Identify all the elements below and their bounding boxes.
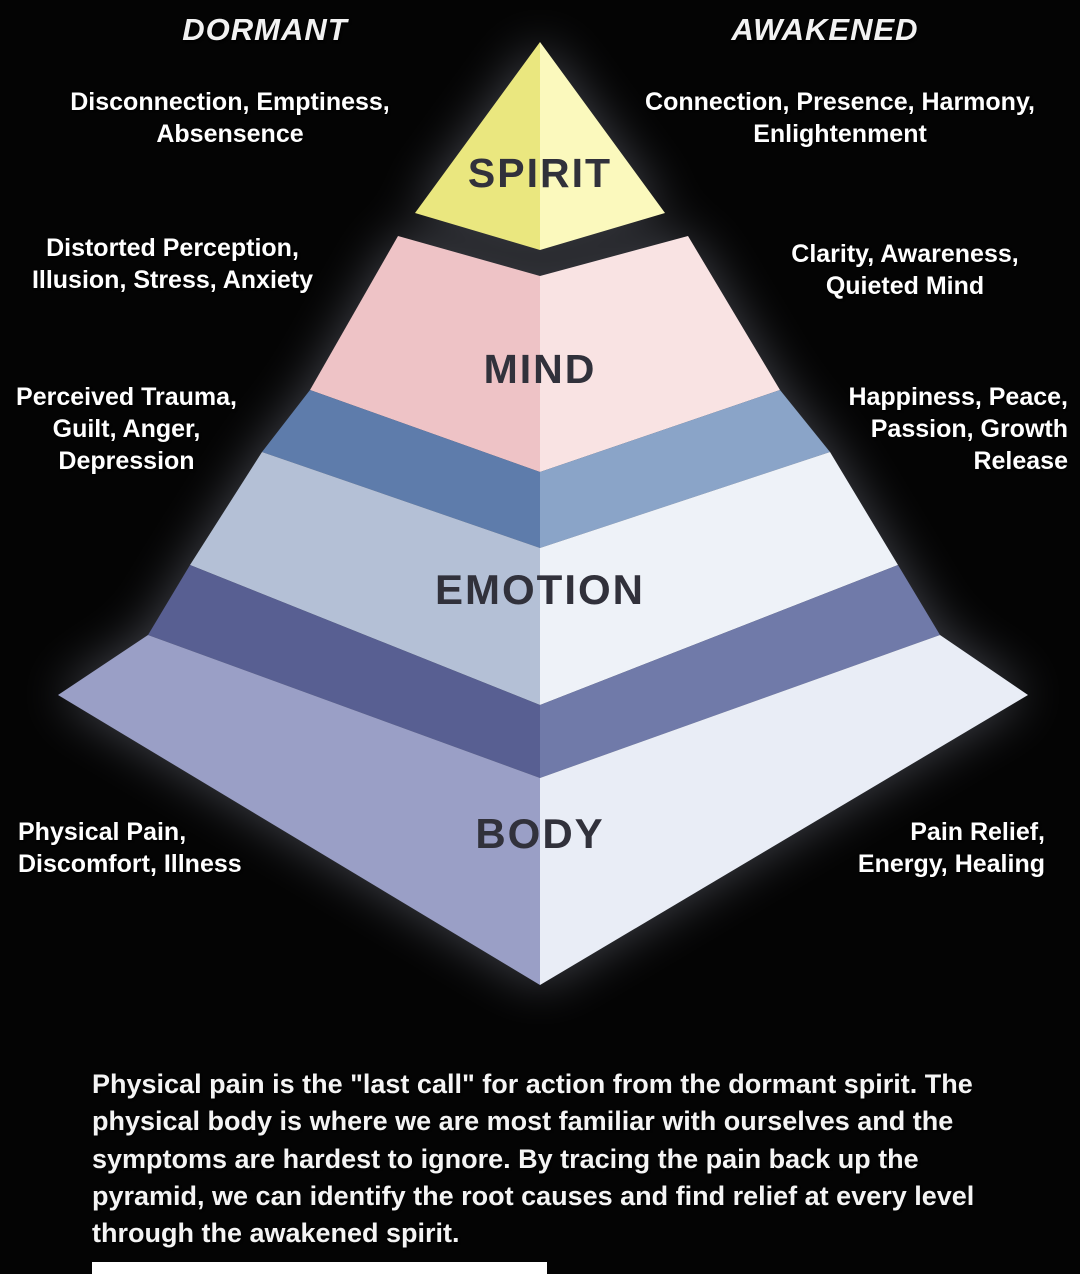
- body-dormant-text: Physical Pain, Discomfort, Illness: [18, 818, 242, 878]
- body-label: BODY: [475, 810, 605, 857]
- mind-awakened-text: Clarity, Awareness, Quieted Mind: [791, 240, 1019, 300]
- mind-face-right: [540, 236, 780, 472]
- mind-face-left: [310, 236, 540, 472]
- mind-dormant-text: Distorted Perception, Illusion, Stress, …: [31, 234, 314, 294]
- mind-emotion-band-right: [540, 390, 830, 548]
- emotion-face-right: [540, 452, 898, 705]
- emotion-dormant-text: Perceived Trauma, Guilt, Anger, Depressi…: [16, 383, 237, 475]
- mind-emotion-band-left: [262, 390, 540, 548]
- emotion-label: EMOTION: [435, 566, 645, 613]
- body-awakened-text: Pain Relief, Energy, Healing: [857, 818, 1045, 878]
- spirit-label: SPIRIT: [467, 150, 613, 196]
- spirit-face-right: [540, 42, 665, 250]
- body-face-left: [58, 635, 540, 985]
- emotion-body-band-left: [148, 565, 540, 778]
- awakened-header: AWAKENED: [731, 12, 919, 47]
- spirit-face-left: [415, 42, 540, 250]
- dormant-header: DORMANT: [182, 12, 348, 47]
- emotion-awakened-text: Happiness, Peace, Passion, Growth Releas…: [848, 383, 1068, 475]
- spirit-dormant-text: Disconnection, Emptiness, Absensence: [70, 88, 390, 148]
- caption-paragraph: Physical pain is the "last call" for act…: [92, 1069, 975, 1248]
- emotion-body-band-right: [540, 565, 940, 778]
- bottom-strip: [92, 1262, 547, 1274]
- mind-label: MIND: [483, 346, 597, 392]
- emotion-face-left: [190, 452, 540, 705]
- body-face-right: [540, 635, 1028, 985]
- pyramid-diagram: [58, 42, 1028, 985]
- spirit-awakened-text: Connection, Presence, Harmony, Enlighten…: [645, 88, 1035, 148]
